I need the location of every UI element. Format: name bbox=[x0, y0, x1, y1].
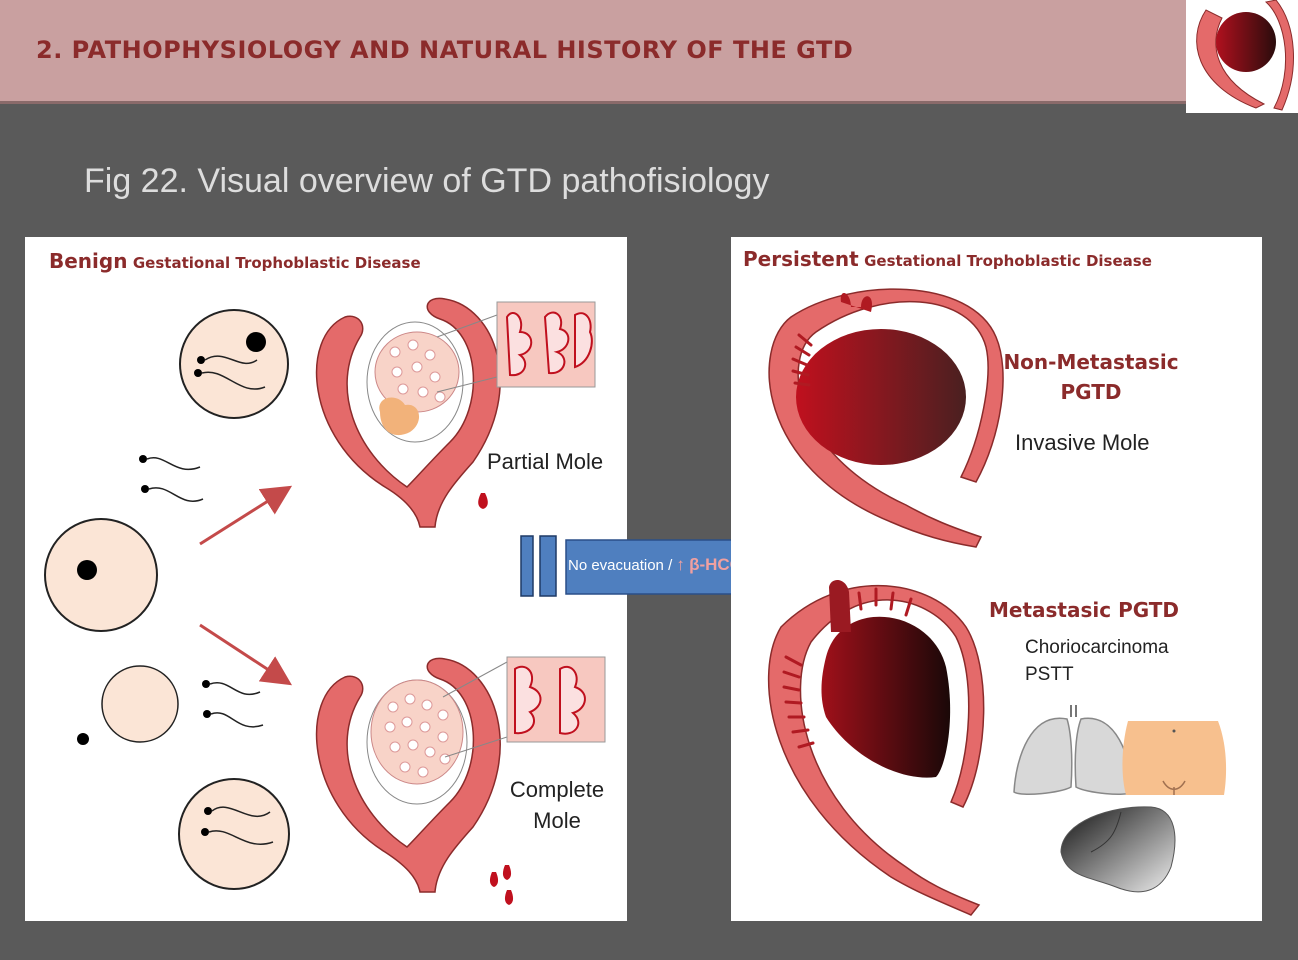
lungs-icon bbox=[1013, 705, 1134, 795]
non-metastatic-header-line2: PGTD bbox=[1060, 380, 1122, 404]
liver-icon bbox=[1060, 806, 1176, 893]
partial-mole-uterus bbox=[315, 297, 596, 528]
non-metastatic-header-line1: Non-Metastasic bbox=[1003, 350, 1179, 374]
pstt-label: PSTT bbox=[1025, 664, 1074, 685]
slide-title: 2. PATHOPHYSIOLOGY AND NATURAL HISTORY O… bbox=[36, 36, 854, 64]
arrow-to-complete bbox=[199, 623, 293, 686]
complete-mole-uterus bbox=[315, 656, 606, 905]
metastatic-uterus bbox=[767, 580, 985, 916]
figure-title: Fig 22. Visual overview of GTD pathofisi… bbox=[84, 162, 770, 200]
hcg-text: β-HCG bbox=[689, 555, 743, 574]
invasive-mole-uterus bbox=[768, 288, 1004, 548]
persistent-panel-title: Persistent Gestational Trophoblastic Dis… bbox=[743, 247, 1152, 271]
arrow-to-partial bbox=[199, 485, 293, 546]
persistent-illustration bbox=[767, 288, 1227, 916]
metastatic-header: Metastasic PGTD bbox=[989, 598, 1180, 622]
benign-panel-title: Benign Gestational Trophoblastic Disease bbox=[49, 249, 421, 273]
no-evacuation-text: No evacuation / bbox=[568, 557, 673, 574]
empty-egg bbox=[77, 665, 179, 745]
egg-two-sperm-bottom bbox=[178, 778, 290, 890]
persistent-title-rest: Gestational Trophoblastic Disease bbox=[864, 252, 1152, 270]
abdomen-icon bbox=[1122, 721, 1227, 795]
complete-mole-label-line2: Mole bbox=[533, 808, 581, 833]
persistent-title-strong: Persistent bbox=[743, 247, 859, 271]
benign-illustration bbox=[44, 297, 606, 905]
large-egg bbox=[44, 518, 158, 632]
sperm-top bbox=[139, 455, 204, 502]
benign-title-strong: Benign bbox=[49, 249, 128, 273]
partial-mole-label: Partial Mole bbox=[487, 449, 604, 474]
benign-title-rest: Gestational Trophoblastic Disease bbox=[132, 254, 421, 272]
egg-two-sperm-top bbox=[179, 309, 289, 419]
choriocarcinoma-label: Choriocarcinoma bbox=[1025, 637, 1169, 658]
slide-header: 2. PATHOPHYSIOLOGY AND NATURAL HISTORY O… bbox=[0, 0, 1298, 104]
up-arrow-icon: ↑ bbox=[676, 555, 685, 574]
sperm-bottom bbox=[202, 680, 264, 728]
uterus-logo bbox=[1186, 0, 1298, 113]
persistent-panel: Persistent Gestational Trophoblastic Dis… bbox=[731, 237, 1262, 921]
transition-label: No evacuation / ↑ β-HCG bbox=[568, 555, 743, 575]
invasive-mole-label: Invasive Mole bbox=[1015, 430, 1150, 455]
complete-mole-label-line1: Complete bbox=[509, 777, 605, 802]
